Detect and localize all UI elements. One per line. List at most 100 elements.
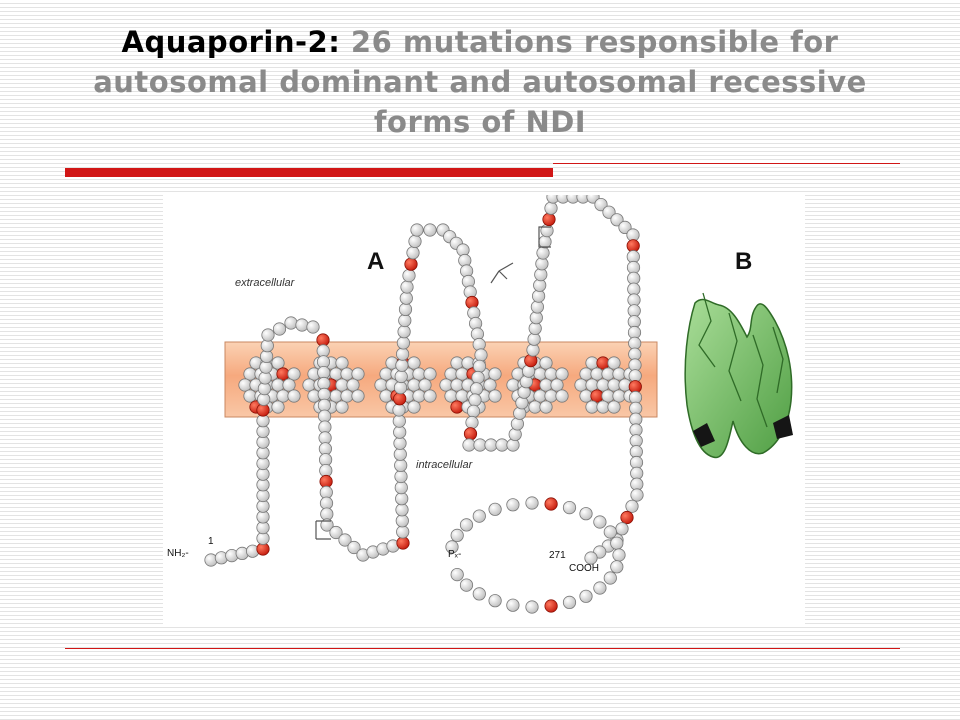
residue: [395, 358, 409, 372]
residue: [338, 533, 352, 547]
residue: [466, 404, 481, 418]
residue: [396, 336, 410, 350]
residue: [488, 367, 502, 381]
residue: [320, 518, 334, 532]
helix-model-strands: [698, 292, 784, 428]
residue: [396, 347, 410, 361]
residue: [340, 367, 354, 381]
mutated-residue: [596, 356, 610, 370]
residue: [295, 318, 309, 332]
residue: [393, 447, 407, 461]
panel-a-label: A: [367, 248, 385, 275]
residue: [473, 438, 487, 452]
residue: [398, 302, 413, 317]
residue: [474, 348, 488, 362]
glycosylation-site-marker: [490, 262, 514, 284]
glycosylation-markers: [315, 226, 551, 540]
residue: [351, 389, 365, 403]
residue: [462, 438, 476, 452]
residue: [594, 198, 608, 212]
residue: [630, 488, 644, 502]
residue: [439, 378, 453, 392]
residue: [484, 438, 498, 452]
residue: [398, 313, 412, 328]
residue: [287, 389, 301, 403]
residue: [351, 367, 365, 381]
mutated-residue: [404, 257, 418, 271]
helix-model-body: [684, 298, 793, 459]
residue: [423, 389, 437, 403]
residue: [607, 400, 621, 414]
residue: [329, 525, 343, 540]
residue: [397, 325, 411, 339]
residue: [544, 201, 558, 215]
c-terminus-label: COOH: [569, 563, 599, 574]
title-underline-thick: [65, 168, 553, 177]
residue: [374, 378, 388, 392]
residue: [271, 356, 285, 370]
residue: [538, 235, 552, 249]
last-residue-label: 271: [549, 550, 566, 561]
residue: [423, 367, 437, 381]
residue: [533, 367, 547, 381]
figure-canvas: [204, 195, 793, 614]
residue: [450, 356, 464, 370]
residue: [302, 378, 316, 392]
residue: [562, 595, 577, 609]
residue: [584, 551, 598, 565]
aquaporin-topology-figure: A B extracellular intracellular NH₂- 1 P…: [163, 195, 805, 627]
residue: [607, 378, 621, 392]
residue: [555, 367, 569, 381]
mutated-residue: [524, 354, 538, 368]
residue: [603, 571, 617, 585]
first-residue-label: 1: [208, 536, 214, 547]
n-terminus-label: NH₂-: [167, 548, 189, 559]
residue: [579, 389, 593, 403]
residue: [603, 525, 617, 539]
residue: [261, 328, 275, 342]
residue: [506, 598, 520, 612]
residue: [459, 518, 474, 532]
residue: [407, 356, 421, 370]
residue: [450, 528, 464, 542]
residue: [536, 246, 550, 260]
title-protein-name: Aquaporin-2:: [121, 25, 341, 59]
residue: [379, 367, 393, 381]
mutated-residue: [450, 400, 464, 414]
residue: [394, 469, 408, 484]
residue: [488, 502, 502, 516]
residue: [394, 369, 408, 384]
residue: [450, 567, 464, 582]
residue: [455, 367, 469, 381]
residue: [392, 414, 406, 428]
residue: [469, 382, 484, 396]
residue: [407, 378, 421, 392]
residue: [402, 269, 416, 283]
residue: [528, 400, 542, 414]
residue: [472, 587, 486, 601]
helix-model-shadow-2: [773, 415, 793, 439]
extracellular-label: extracellular: [235, 277, 295, 289]
residue: [506, 498, 520, 512]
residue: [423, 223, 437, 237]
residue: [555, 389, 569, 403]
residue: [610, 536, 624, 550]
residue: [394, 458, 408, 472]
residue: [395, 514, 409, 528]
residue: [272, 322, 287, 336]
residue: [612, 367, 626, 381]
residue: [596, 400, 610, 414]
residue: [450, 378, 464, 392]
residue: [615, 522, 629, 536]
residue: [276, 389, 290, 403]
footer-rule: [65, 648, 900, 649]
residue: [590, 367, 604, 381]
residue: [601, 389, 615, 403]
residue: [287, 367, 301, 381]
residue: [329, 389, 343, 403]
residue: [579, 589, 593, 603]
residue: [488, 389, 502, 403]
residue: [412, 389, 426, 403]
residue: [335, 378, 349, 392]
residue: [455, 389, 469, 403]
